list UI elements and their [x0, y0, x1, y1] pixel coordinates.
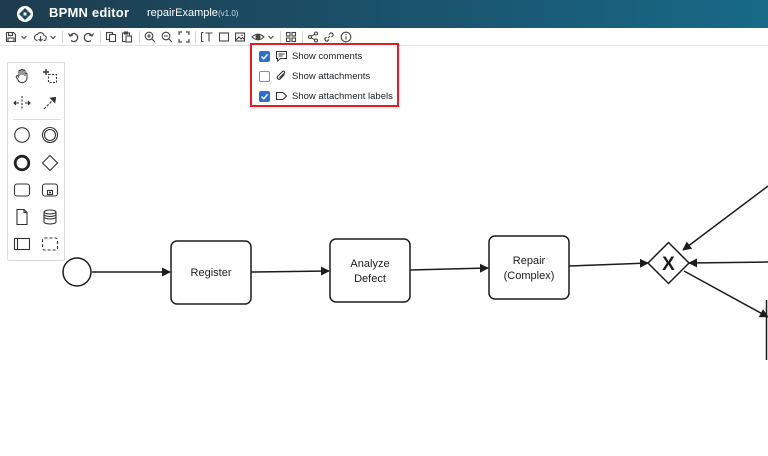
zoom-out-icon[interactable]: [160, 29, 174, 45]
toolbar-divider: [62, 31, 63, 43]
palette-divider: [13, 119, 61, 120]
sequence-flow[interactable]: [568, 258, 649, 268]
pool-icon[interactable]: [11, 233, 33, 255]
fit-screen-icon[interactable]: [177, 29, 191, 45]
show-comments-option[interactable]: Show comments: [252, 46, 397, 66]
toolbar-divider: [100, 31, 101, 43]
app-logo-icon: [17, 6, 33, 22]
task-label-line-2: Defect: [354, 273, 386, 285]
sequence-flow[interactable]: [682, 185, 768, 251]
view-menu-chevron-down-icon[interactable]: [266, 29, 276, 45]
task-label: Register: [191, 267, 232, 279]
sequence-flow[interactable]: [688, 258, 768, 268]
intermediate-event-icon[interactable]: [39, 124, 61, 146]
redo-icon[interactable]: [82, 29, 96, 45]
model-name[interactable]: repairExample: [147, 7, 218, 19]
download-menu-chevron-down-icon[interactable]: [48, 29, 58, 45]
task-register[interactable]: Register: [170, 240, 252, 305]
sequence-flow[interactable]: [683, 270, 768, 318]
undo-icon[interactable]: [66, 29, 80, 45]
start-event[interactable]: [62, 257, 92, 287]
show-comments-checkbox[interactable]: [259, 51, 270, 62]
tool-palette: [7, 62, 65, 261]
toolbar-divider: [195, 31, 196, 43]
task-repair-complex[interactable]: Repair (Complex): [488, 235, 570, 300]
app-title: BPMN editor: [49, 5, 130, 20]
start-event-icon[interactable]: [11, 124, 33, 146]
comment-icon: [276, 51, 287, 62]
model-version: (v1.0): [218, 9, 239, 18]
frame-icon[interactable]: [217, 29, 231, 45]
layout-icon[interactable]: [284, 29, 298, 45]
sequence-flow[interactable]: [409, 263, 489, 273]
subprocess-icon[interactable]: [39, 179, 61, 201]
eye-icon[interactable]: [250, 29, 265, 45]
sequence-flow[interactable]: [250, 266, 330, 276]
toolbar-divider: [280, 31, 281, 43]
hand-tool-icon[interactable]: [11, 65, 33, 87]
show-attachment-labels-label: Show attachment labels: [292, 91, 393, 102]
show-attachments-checkbox[interactable]: [259, 71, 270, 82]
data-store-icon[interactable]: [39, 206, 61, 228]
image-icon[interactable]: [233, 29, 247, 45]
gateway-symbol: X: [662, 254, 675, 275]
task-label-line-1: Analyze: [350, 258, 389, 270]
info-icon[interactable]: [339, 29, 353, 45]
diagram-canvas[interactable]: Register Analyze Defect Repair (Complex)…: [0, 47, 768, 456]
lasso-tool-icon[interactable]: [39, 65, 61, 87]
task-analyze-defect[interactable]: Analyze Defect: [329, 238, 411, 303]
toolbar-divider: [302, 31, 303, 43]
task-icon[interactable]: [11, 179, 33, 201]
show-attachments-option[interactable]: Show attachments: [252, 66, 397, 86]
show-attachment-labels-option[interactable]: Show attachment labels: [252, 86, 397, 106]
link-icon[interactable]: [322, 29, 336, 45]
tag-icon: [275, 91, 288, 101]
exclusive-gateway[interactable]: X: [646, 241, 691, 285]
paperclip-icon: [276, 70, 286, 80]
save-icon[interactable]: [4, 29, 18, 45]
end-event-icon[interactable]: [11, 152, 33, 174]
view-options-dropdown: Show comments Show attachments Show atta…: [250, 43, 399, 107]
header-bar: BPMN editor repairExample (v1.0): [0, 0, 768, 28]
copy-icon[interactable]: [104, 29, 118, 45]
task-label-line-2: (Complex): [504, 270, 555, 282]
data-object-icon[interactable]: [11, 206, 33, 228]
show-comments-label: Show comments: [292, 51, 363, 62]
zoom-in-icon[interactable]: [143, 29, 157, 45]
group-icon[interactable]: [39, 233, 61, 255]
text-annotation-icon[interactable]: [199, 29, 214, 45]
gateway-icon[interactable]: [39, 152, 61, 174]
toolbar-divider: [139, 31, 140, 43]
paste-icon[interactable]: [120, 29, 134, 45]
task-label-line-1: Repair: [513, 255, 546, 267]
save-menu-chevron-down-icon[interactable]: [19, 29, 29, 45]
share-icon[interactable]: [306, 29, 320, 45]
space-tool-icon[interactable]: [11, 92, 33, 114]
show-attachments-label: Show attachments: [292, 71, 371, 82]
show-attachment-labels-checkbox[interactable]: [259, 91, 270, 102]
download-icon[interactable]: [33, 29, 47, 45]
connect-tool-icon[interactable]: [39, 92, 61, 114]
